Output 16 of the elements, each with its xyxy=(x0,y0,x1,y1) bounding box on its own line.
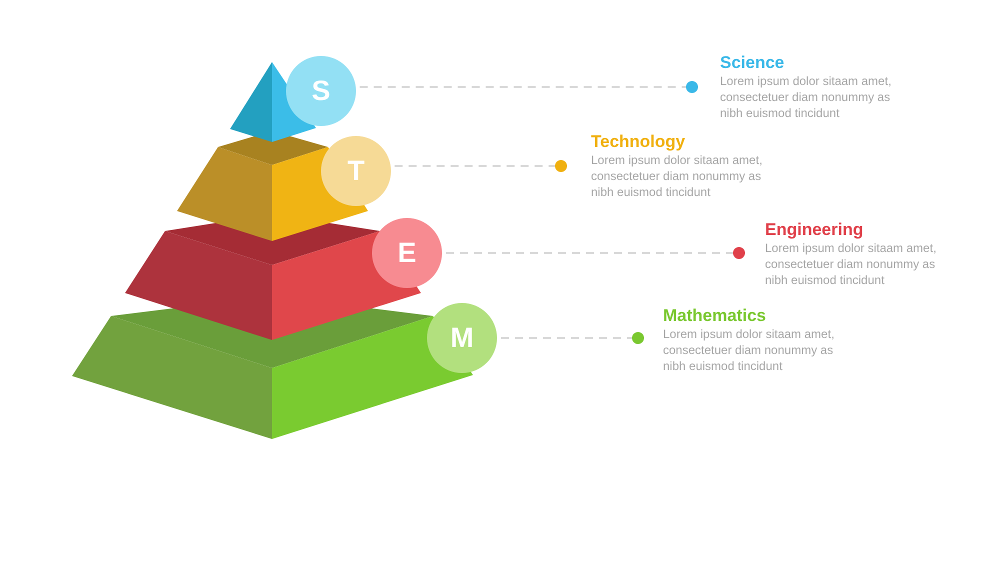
topic-heading: Science xyxy=(720,53,786,73)
description-text: Lorem ipsum dolor sitaam amet, consectetuer diam nonummy as nibh euismod tincidunt xyxy=(720,73,892,121)
letter-circle: E xyxy=(372,218,442,288)
dashed-dot-connector xyxy=(394,160,567,172)
description-text: Lorem ipsum dolor sitaam amet, consectetuer diam nonummy as nibh euismod tincidunt xyxy=(765,240,938,288)
letter-circle: T xyxy=(321,136,391,206)
topic-heading: Technology xyxy=(591,132,686,152)
description-text: Lorem ipsum dolor sitaam amet, consectetuer diam nonummy as nibh euismod tincidunt xyxy=(591,152,764,200)
letter-circle: M xyxy=(427,303,497,373)
dashed-dot-connector xyxy=(360,81,698,93)
description-text: Lorem ipsum dolor sitaam amet, consectetuer diam nonummy as nibh euismod tincidunt xyxy=(663,326,836,374)
dashed-dot-connector xyxy=(446,247,745,259)
letter-circle: S xyxy=(286,56,356,126)
dashed-dot-connector xyxy=(501,332,644,344)
topic-heading: Mathematics xyxy=(663,306,767,326)
topic-heading: Engineering xyxy=(765,220,864,240)
